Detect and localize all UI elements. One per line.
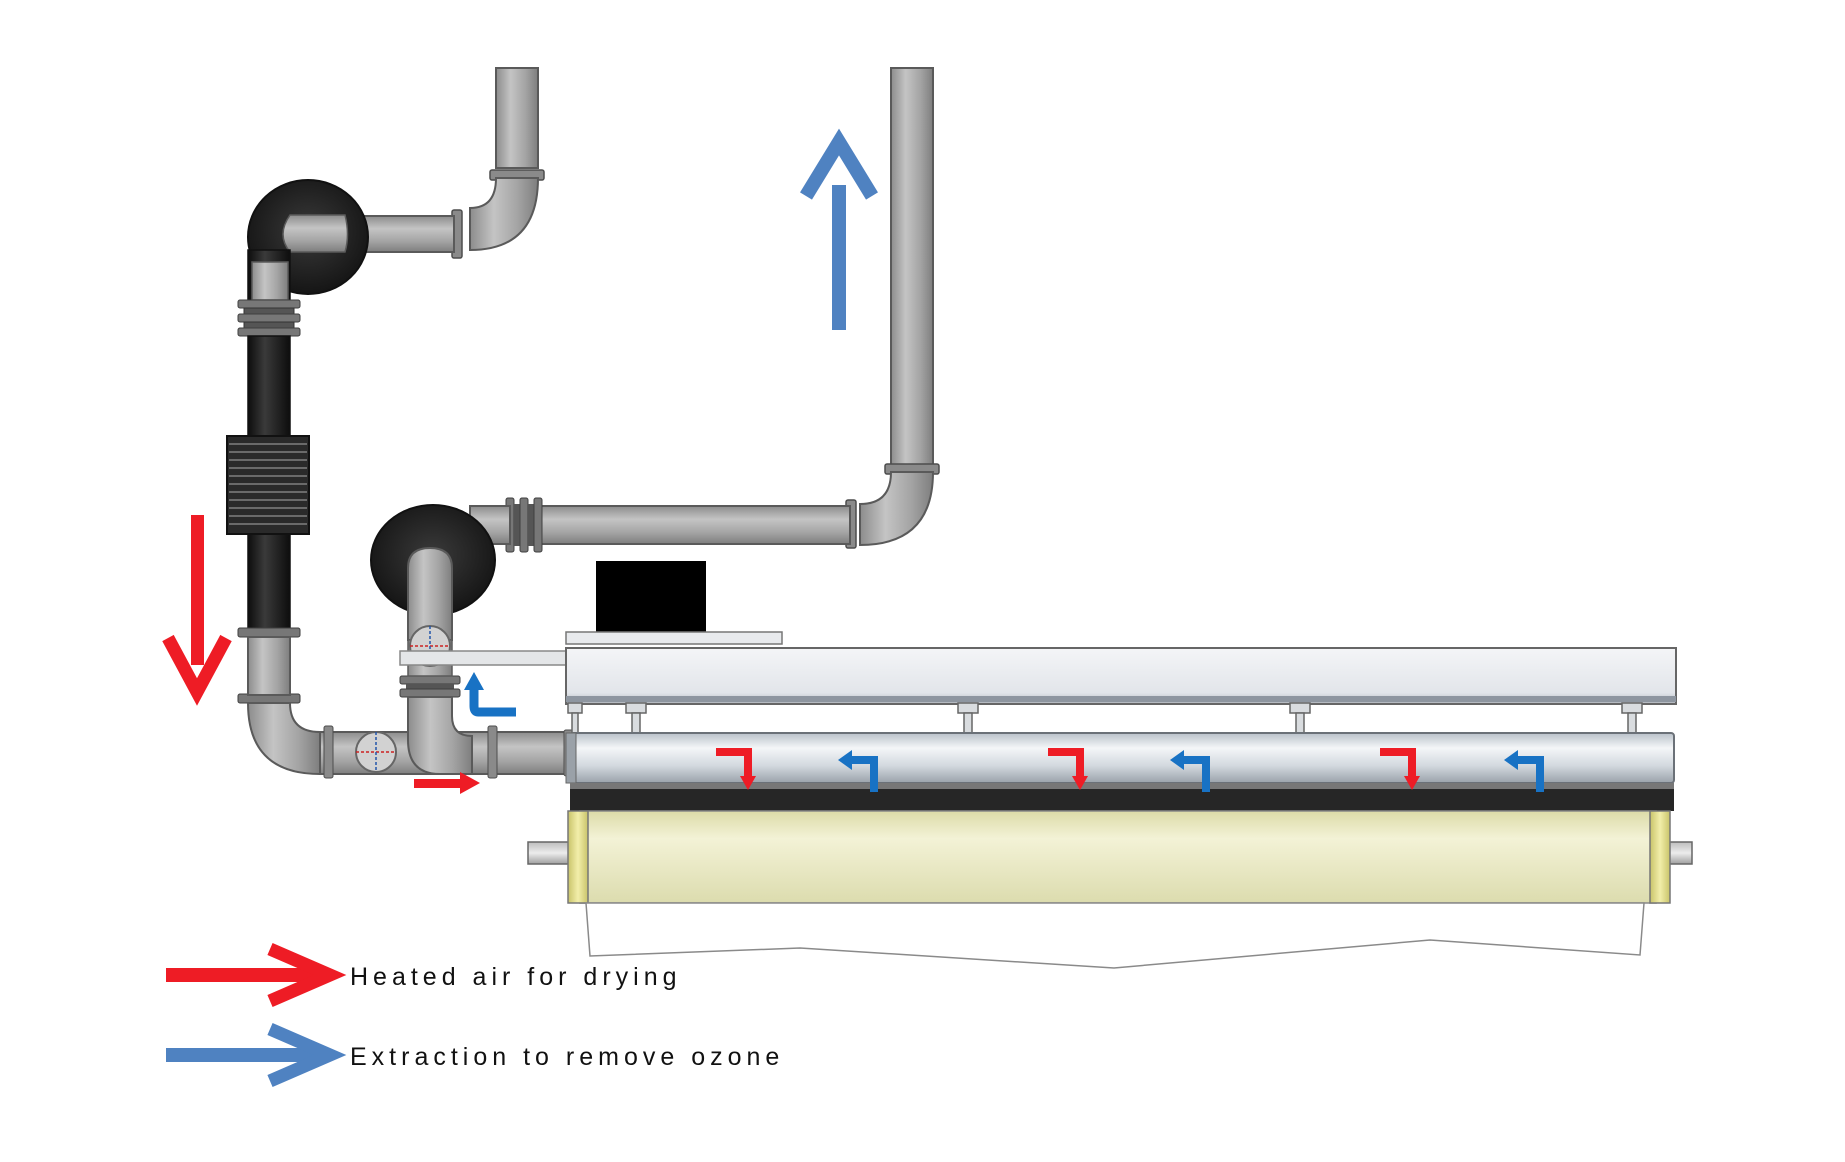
lamp-hood [565, 647, 1677, 705]
extraction-from-hood-arrow-icon [464, 672, 516, 717]
supply-damper-valve-icon [355, 731, 397, 773]
impression-roller [527, 810, 1693, 904]
extraction-flow-arrow-icon [1170, 750, 1210, 792]
heated-flow-arrow-icon [716, 748, 756, 790]
supply-fan-outlet [247, 249, 291, 301]
heated-flow-arrow-icon [1048, 748, 1088, 790]
substrate-web [585, 902, 1645, 969]
extraction-flow-arrow-icon [1504, 750, 1544, 792]
legend-heated-arrow-icon [166, 943, 347, 1007]
legend-extraction-label: Extraction to remove ozone [350, 1043, 784, 1071]
legend-heated-label: Heated air for drying [350, 963, 682, 991]
extraction-flow-arrow-icon [838, 750, 878, 792]
legend-extraction-arrow-icon [166, 1023, 347, 1087]
lamp-power-box [565, 561, 783, 645]
mounting-rail [399, 650, 571, 666]
heated-flow-arrow-icon [1380, 748, 1420, 790]
extraction-duct-outlet [469, 67, 940, 553]
legend: Heated air for drying Extraction to remo… [166, 943, 784, 1087]
reflector-strip [570, 783, 1674, 811]
extraction-up-arrow-icon [800, 128, 878, 330]
flex-compensator [237, 299, 301, 337]
duct-flanges [237, 627, 301, 704]
heater-block-icon [226, 435, 310, 535]
heated-down-arrow-icon [162, 515, 232, 706]
heated-into-hood-arrow-icon [414, 772, 480, 794]
